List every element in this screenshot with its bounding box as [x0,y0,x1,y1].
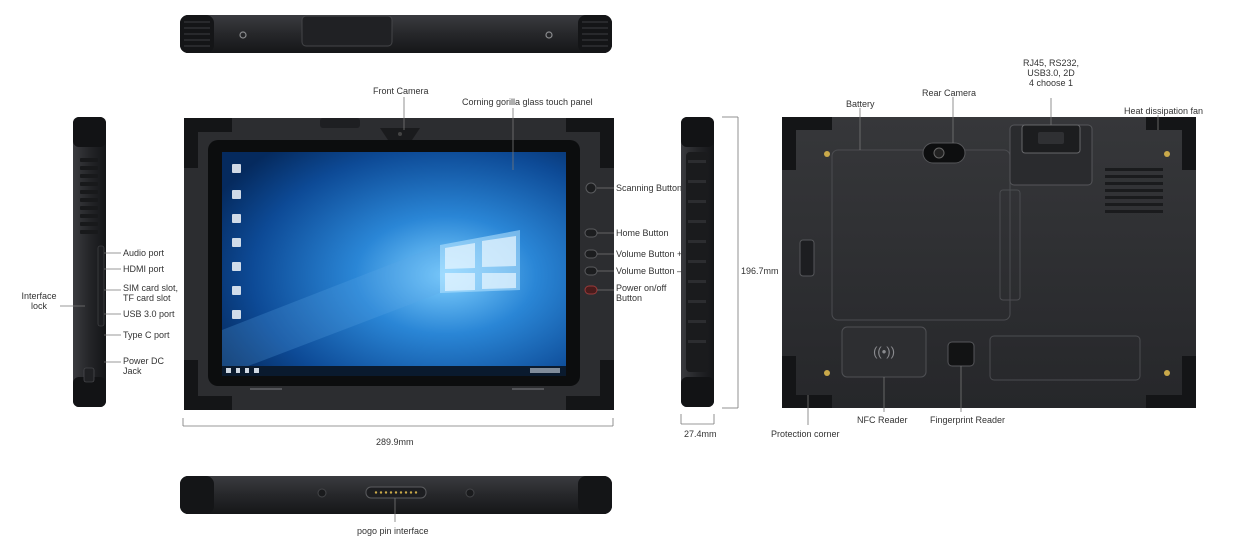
rear-camera-label: Rear Camera [922,88,977,98]
width-dimension-label: 289.9mm [376,437,414,447]
back-view: ((•)) [782,117,1196,408]
battery-label: Battery [846,99,875,109]
pogo-pin-label: pogo pin interface [357,526,429,536]
fingerprint-reader-label: Fingerprint Reader [930,415,1006,425]
left-port-leaders [60,252,121,363]
interface-lock-label: Interface lock [21,291,57,311]
nfc-symbol: ((•)) [873,344,895,359]
front-leaders [403,97,614,291]
volume-up-label: Volume Button + [616,249,683,259]
sim-tf-slot-label: SIM card slot, TF card slot [123,283,179,303]
volume-down-label: Volume Button – [616,266,683,276]
expansion-module-label: RJ45, RS232, USB3.0, 2D 4 choose 1 [1022,58,1080,88]
glass-panel-label: Corning gorilla glass touch panel [462,97,593,107]
bottom-edge-view [180,476,612,514]
left-side-view [73,117,106,407]
pogo-pins [374,491,418,494]
height-dimension [722,116,739,409]
home-button-label: Home Button [616,228,669,238]
protection-corner-label: Protection corner [771,429,840,439]
height-dimension-label: 196.7mm [741,266,779,276]
typec-port-label: Type C port [123,330,170,340]
front-view [184,118,614,410]
audio-port-label: Audio port [123,248,165,258]
power-dc-jack-label: Power DC Jack [123,356,165,376]
nfc-reader-label: NFC Reader [857,415,908,425]
right-side-view [681,117,714,407]
thickness-dimension-label: 27.4mm [684,429,717,439]
top-edge-view [180,15,612,53]
usb30-port-label: USB 3.0 port [123,309,175,319]
front-camera-label: Front Camera [373,86,429,96]
width-dimension [182,418,614,427]
thickness-dimension [680,414,715,425]
back-leaders [807,97,1159,425]
power-button-label: Power on/off Button [616,283,667,303]
heat-fan-label: Heat dissipation fan [1124,106,1204,116]
hdmi-port-label: HDMI port [123,264,165,274]
scanning-button-label: Scanning Button [616,183,683,193]
